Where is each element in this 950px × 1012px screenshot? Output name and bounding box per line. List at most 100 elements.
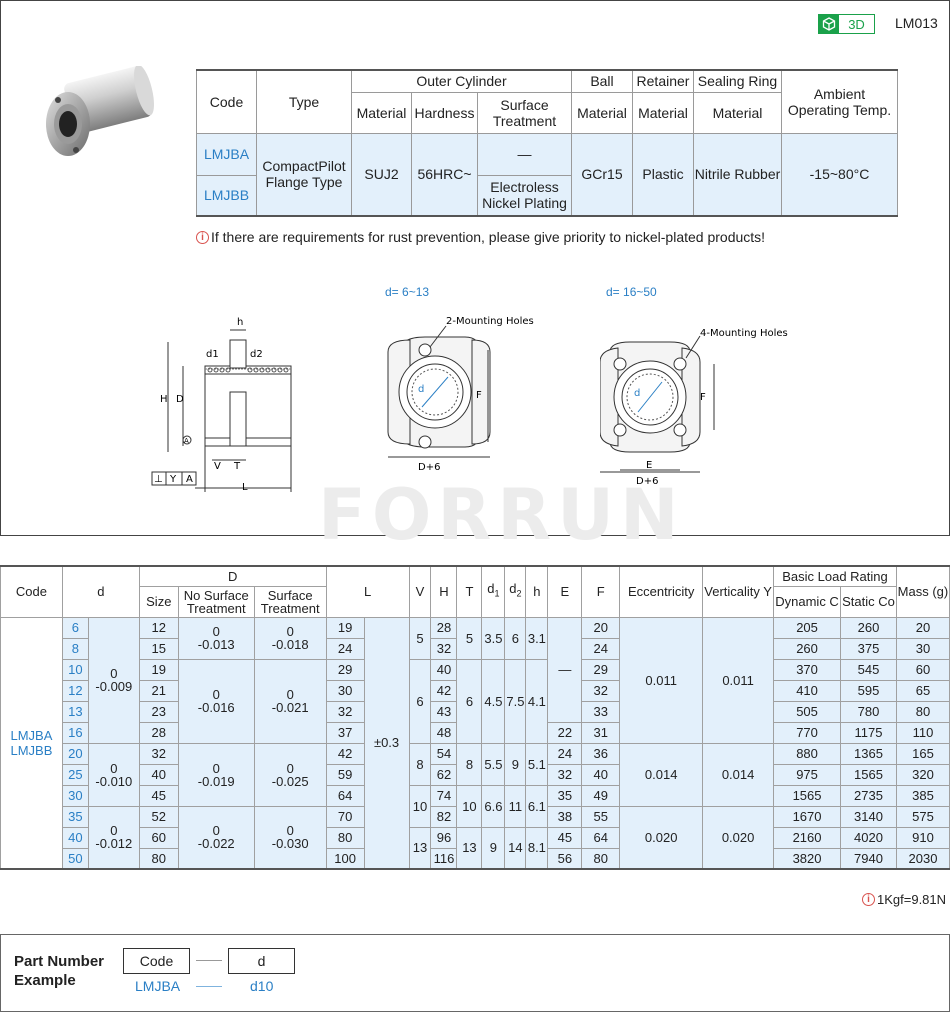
- cube-icon: [819, 15, 839, 33]
- E-cell: 35: [547, 784, 583, 807]
- H-cell: 82: [430, 805, 458, 828]
- col-code: Code: [196, 69, 257, 134]
- dynamic-cell: 410: [773, 679, 842, 702]
- 3d-model-button[interactable]: 3D: [818, 14, 875, 34]
- pn-code-cell: Code: [123, 948, 190, 974]
- ecc-cell: 0.020: [619, 805, 704, 870]
- table-row: 25 40 59 62 32 40 975 1565 320: [1, 763, 950, 786]
- static-cell: 780: [840, 700, 897, 723]
- L-cell: 70: [325, 805, 365, 828]
- col-surface: Surface Treatment: [477, 91, 572, 134]
- product-code: LM013: [895, 15, 938, 31]
- col-seal: Sealing Ring: [693, 69, 782, 93]
- col-L: L: [325, 565, 410, 618]
- dynamic-cell: 880: [773, 742, 842, 765]
- seal-cell: Nitrile Rubber: [693, 132, 782, 217]
- size-cell: 15: [138, 637, 179, 660]
- unit-note: i 1Kgf=9.81N: [862, 892, 946, 907]
- T-cell: 10: [456, 784, 483, 828]
- vert-cell: 0.020: [702, 805, 775, 870]
- L-cell: 59: [325, 763, 365, 786]
- H-cell: 74: [430, 784, 458, 807]
- table-row: 50 80 100 116 56 80 3820 7940 2030: [1, 847, 950, 870]
- col-E: E: [547, 565, 583, 618]
- surface-cell: Electroless Nickel Plating: [477, 174, 572, 217]
- spec-table: Code Type Outer Cylinder Ball Retainer S…: [196, 69, 898, 217]
- dynamic-cell: 1670: [773, 805, 842, 828]
- mass-cell: 320: [895, 763, 950, 786]
- d2-label: d2: [250, 349, 263, 360]
- mass-cell: 575: [895, 805, 950, 828]
- Y-label: Y: [169, 474, 177, 485]
- pn-separator: [196, 986, 222, 987]
- d-cell: 50: [61, 847, 89, 870]
- code-cell: LMJBA: [196, 132, 257, 176]
- st-tol-cell: 0-0.018: [253, 616, 327, 660]
- static-cell: 3140: [840, 805, 897, 828]
- ns-tol-cell: 0-0.022: [177, 805, 255, 870]
- h-cell: 6.1: [525, 784, 549, 828]
- E-cell: 56: [547, 847, 583, 870]
- col-dynamic: Dynamic C: [773, 585, 842, 618]
- mass-cell: 2030: [895, 847, 950, 870]
- d1-cell: 3.5: [481, 616, 506, 660]
- size-cell: 60: [138, 826, 179, 849]
- static-cell: 4020: [840, 826, 897, 849]
- static-cell: 595: [840, 679, 897, 702]
- T-cell: 13: [456, 826, 483, 870]
- code-cell: LMJBB: [196, 174, 257, 217]
- hardness-cell: 56HRC~: [411, 132, 478, 217]
- F-cell: 64: [581, 826, 621, 849]
- material-cell: SUJ2: [351, 132, 412, 217]
- L-cell: 19: [325, 616, 365, 639]
- D6-label: D+6: [418, 462, 440, 473]
- col-F: F: [581, 565, 621, 618]
- d-label: d: [634, 388, 640, 399]
- note-text: If there are requirements for rust preve…: [211, 229, 766, 245]
- vert-cell: 0.014: [702, 742, 775, 807]
- d-tol-cell: 0-0.010: [87, 742, 140, 807]
- size-cell: 19: [138, 658, 179, 681]
- H-cell: 62: [430, 763, 458, 786]
- col-no-surface: No Surface Treatment: [177, 585, 255, 618]
- F-cell: 36: [581, 742, 621, 765]
- table-row: 12 21 30 42 32 410 595 65: [1, 679, 950, 702]
- E-cell: —: [547, 616, 583, 723]
- holes-label: 2-Mounting Holes: [446, 316, 534, 327]
- front-view-4-holes: d F E D+6 4-Mounting Holes: [599, 322, 800, 497]
- d2-cell: 6: [504, 616, 527, 660]
- F-cell: 24: [581, 637, 621, 660]
- V-cell: 8: [408, 742, 432, 786]
- size-cell: 45: [138, 784, 179, 807]
- T-cell: 6: [456, 658, 483, 744]
- d-cell: 13: [61, 700, 89, 723]
- mass-cell: 65: [895, 679, 950, 702]
- A-label: A: [186, 474, 193, 485]
- F-cell: 32: [581, 679, 621, 702]
- h-label: h: [237, 317, 243, 328]
- size-cell: 32: [138, 742, 179, 765]
- pn-d-value: d10: [250, 978, 274, 994]
- side-view-drawing: h d1 d2 H D V T L A ⊥ Y A: [150, 312, 300, 502]
- d2-cell: 11: [504, 784, 527, 828]
- H-cell: 54: [430, 742, 458, 765]
- F-cell: 33: [581, 700, 621, 723]
- col-static: Static Co: [840, 585, 897, 618]
- T-cell: 5: [456, 616, 483, 660]
- retainer-cell: Plastic: [632, 132, 694, 217]
- mass-cell: 60: [895, 658, 950, 681]
- col-outer: Outer Cylinder: [351, 69, 572, 93]
- E-cell: 38: [547, 805, 583, 828]
- dynamic-cell: 975: [773, 763, 842, 786]
- mass-cell: 110: [895, 721, 950, 744]
- static-cell: 7940: [840, 847, 897, 870]
- col-ball: Ball: [571, 69, 633, 93]
- watermark-logo: FORRUN: [318, 474, 685, 556]
- L-cell: 42: [325, 742, 365, 765]
- H-cell: 48: [430, 721, 458, 744]
- d2-cell: 7.5: [504, 658, 527, 744]
- D6-label: D+6: [636, 476, 658, 487]
- table-row: 20 0-0.010 32 0-0.019 0-0.025 42 8 54 8 …: [1, 742, 950, 807]
- F-label: F: [700, 392, 706, 403]
- col-T: T: [456, 565, 483, 618]
